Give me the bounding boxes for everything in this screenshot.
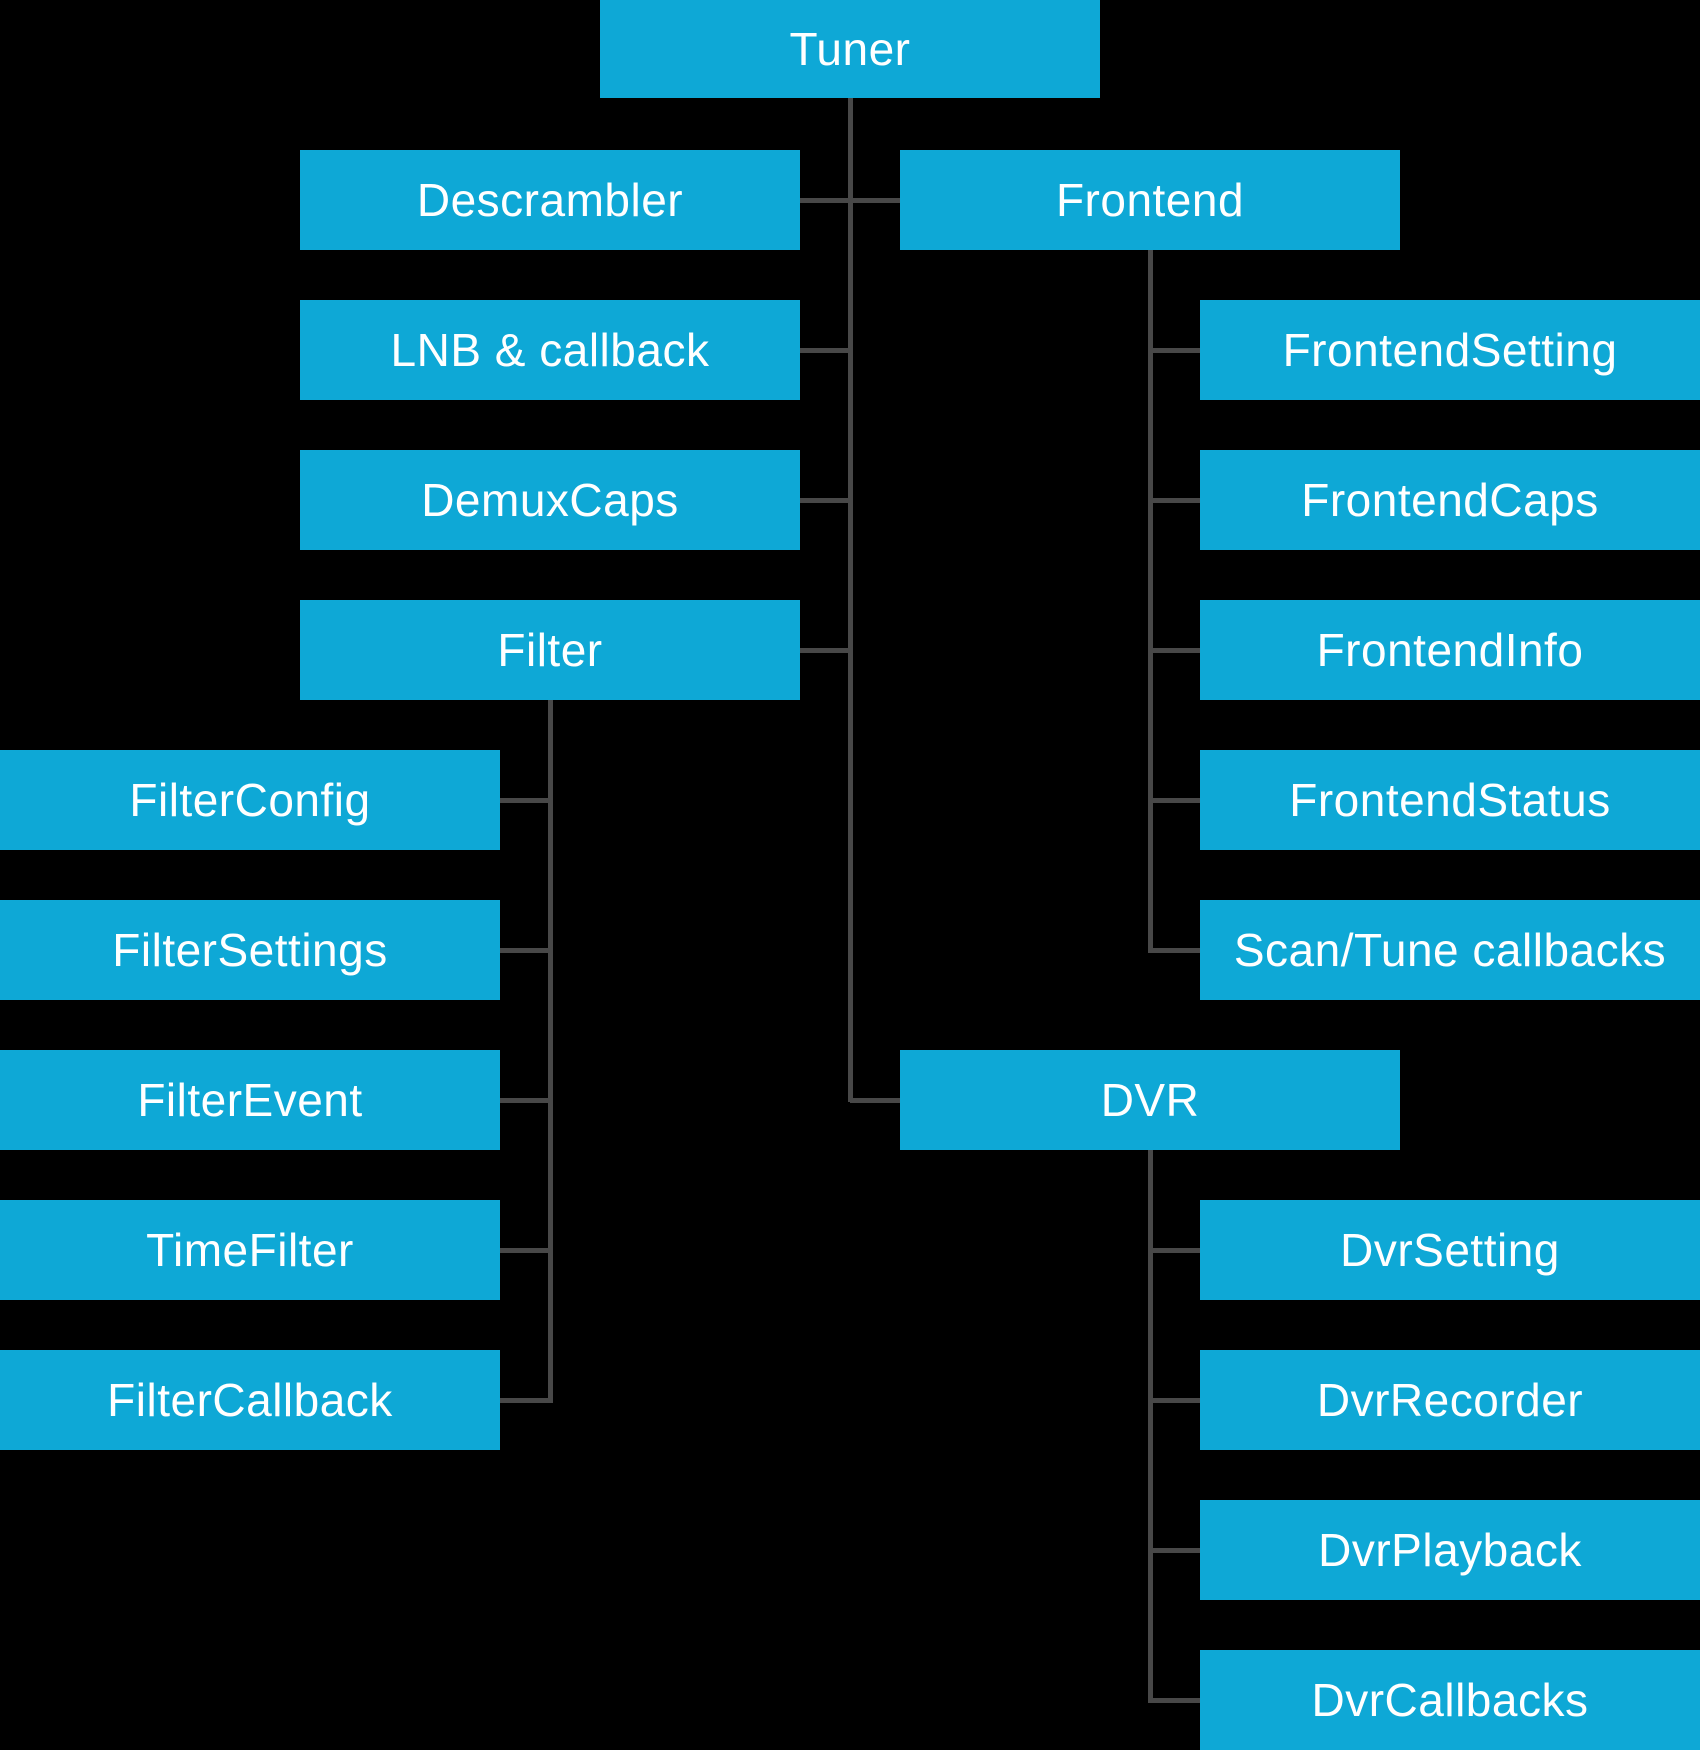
node-lnb-callback-label: LNB & callback — [390, 324, 710, 376]
node-descrambler-label: Descrambler — [416, 174, 684, 226]
node-scan-tune-callbacks-label: Scan/Tune callbacks — [1233, 924, 1667, 976]
node-frontend-setting: FrontendSetting — [1200, 300, 1700, 400]
connector-filter-event — [500, 1098, 550, 1103]
connector-dvr-spine — [1148, 1150, 1153, 1703]
connector-scan-tune-callbacks — [1150, 948, 1200, 953]
node-frontend-setting-label: FrontendSetting — [1282, 324, 1618, 376]
connector-filter — [800, 648, 850, 653]
connector-dvr-playback — [1150, 1548, 1200, 1553]
connector-dvr-setting — [1150, 1248, 1200, 1253]
connector-dvr-callbacks — [1150, 1698, 1200, 1703]
node-frontend-status-label: FrontendStatus — [1289, 774, 1611, 826]
node-filter-event: FilterEvent — [0, 1050, 500, 1150]
node-dvr-label: DVR — [1100, 1074, 1200, 1126]
node-dvr-callbacks-label: DvrCallbacks — [1311, 1674, 1589, 1726]
node-filter-callback-label: FilterCallback — [107, 1374, 393, 1426]
node-lnb-callback: LNB & callback — [300, 300, 800, 400]
connector-demux-caps — [800, 498, 850, 503]
node-dvr-setting: DvrSetting — [1200, 1200, 1700, 1300]
node-demux-caps: DemuxCaps — [300, 450, 800, 550]
node-dvr: DVR — [900, 1050, 1400, 1150]
node-time-filter: TimeFilter — [0, 1200, 500, 1300]
node-frontend-caps-label: FrontendCaps — [1301, 474, 1599, 526]
connector-dvr — [850, 1098, 900, 1103]
node-descrambler: Descrambler — [300, 150, 800, 250]
connector-frontend-status — [1150, 798, 1200, 803]
connector-filter-config — [500, 798, 550, 803]
connector-lnb-callback — [800, 348, 850, 353]
node-filter-settings: FilterSettings — [0, 900, 500, 1000]
node-filter-callback: FilterCallback — [0, 1350, 500, 1450]
node-frontend-label: Frontend — [1055, 174, 1245, 226]
node-filter-config-label: FilterConfig — [129, 774, 371, 826]
node-filter: Filter — [300, 600, 800, 700]
node-frontend-info-label: FrontendInfo — [1316, 624, 1584, 676]
node-frontend-caps: FrontendCaps — [1200, 450, 1700, 550]
node-tuner: Tuner — [600, 0, 1100, 98]
node-frontend: Frontend — [900, 150, 1400, 250]
node-filter-config: FilterConfig — [0, 750, 500, 850]
connector-descrambler-frontend — [800, 198, 900, 203]
node-time-filter-label: TimeFilter — [146, 1224, 354, 1276]
connector-frontend-setting — [1150, 348, 1200, 353]
node-dvr-recorder-label: DvrRecorder — [1316, 1374, 1584, 1426]
node-dvr-playback-label: DvrPlayback — [1318, 1524, 1582, 1576]
connector-filter-spine — [548, 700, 553, 1403]
node-filter-label: Filter — [497, 624, 603, 676]
connector-frontend-info — [1150, 648, 1200, 653]
node-frontend-info: FrontendInfo — [1200, 600, 1700, 700]
connector-frontend-spine — [1148, 250, 1153, 953]
node-filter-settings-label: FilterSettings — [112, 924, 388, 976]
node-frontend-status: FrontendStatus — [1200, 750, 1700, 850]
node-filter-event-label: FilterEvent — [137, 1074, 363, 1126]
node-tuner-label: Tuner — [789, 23, 911, 75]
connector-frontend-caps — [1150, 498, 1200, 503]
connector-dvr-recorder — [1150, 1398, 1200, 1403]
connector-filter-callback — [500, 1398, 550, 1403]
node-dvr-playback: DvrPlayback — [1200, 1500, 1700, 1600]
node-scan-tune-callbacks: Scan/Tune callbacks — [1200, 900, 1700, 1000]
node-dvr-callbacks: DvrCallbacks — [1200, 1650, 1700, 1750]
node-dvr-recorder: DvrRecorder — [1200, 1350, 1700, 1450]
node-dvr-setting-label: DvrSetting — [1340, 1224, 1560, 1276]
connector-time-filter — [500, 1248, 550, 1253]
node-demux-caps-label: DemuxCaps — [421, 474, 679, 526]
connector-filter-settings — [500, 948, 550, 953]
connector-tuner-spine — [848, 98, 853, 1102]
